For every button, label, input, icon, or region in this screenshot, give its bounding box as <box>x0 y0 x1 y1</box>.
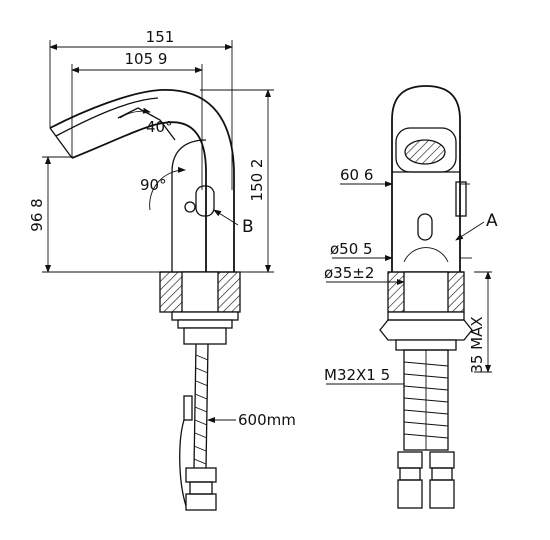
dim-151-label: 151 <box>146 28 175 46</box>
side-hose: 600mm <box>179 343 296 511</box>
dim-60-6-label: 60 6 <box>340 166 373 184</box>
front-base <box>379 271 473 351</box>
sensor-window-front <box>417 213 433 241</box>
dim-96-8-label: 96 8 <box>28 198 46 231</box>
side-base <box>159 271 241 345</box>
dim-35-label: ø35±2 <box>324 264 374 282</box>
dim-150-2-label: 150 2 <box>248 159 266 202</box>
callout-a: A <box>486 211 498 231</box>
hose-length-label: 600mm <box>238 411 296 429</box>
callout-b: B <box>242 217 254 237</box>
dim-overall-height: 150 2 <box>200 89 274 273</box>
sensor-window <box>195 185 215 217</box>
dim-max-deck: 35 MAX <box>468 271 492 374</box>
dim-thread-label: M32X1 5 <box>324 366 390 384</box>
dim-body-width: 60 6 <box>340 166 470 187</box>
side-view: 151 105 9 150 2 96 8 <box>28 28 296 511</box>
dim-35-max-label: 35 MAX <box>468 316 486 373</box>
dim-overall-width: 151 <box>49 28 233 190</box>
dim-50-5-label: ø50 5 <box>330 240 373 258</box>
dim-105-9-label: 105 9 <box>125 50 168 68</box>
front-body: A <box>388 85 498 273</box>
dim-base-height: 96 8 <box>28 156 160 273</box>
front-view: A 60 6 ø50 5 ø35±2 <box>324 85 498 509</box>
spout-body: 40° 90° B <box>49 89 254 273</box>
front-hoses <box>397 349 455 509</box>
angle-90-label: 90° <box>140 176 167 194</box>
dim-reach: 105 9 <box>71 50 203 190</box>
angle-40-label: 40° <box>146 118 173 136</box>
dim-thread: M32X1 5 <box>324 366 404 385</box>
dim-base-diameter: ø50 5 <box>330 240 472 261</box>
